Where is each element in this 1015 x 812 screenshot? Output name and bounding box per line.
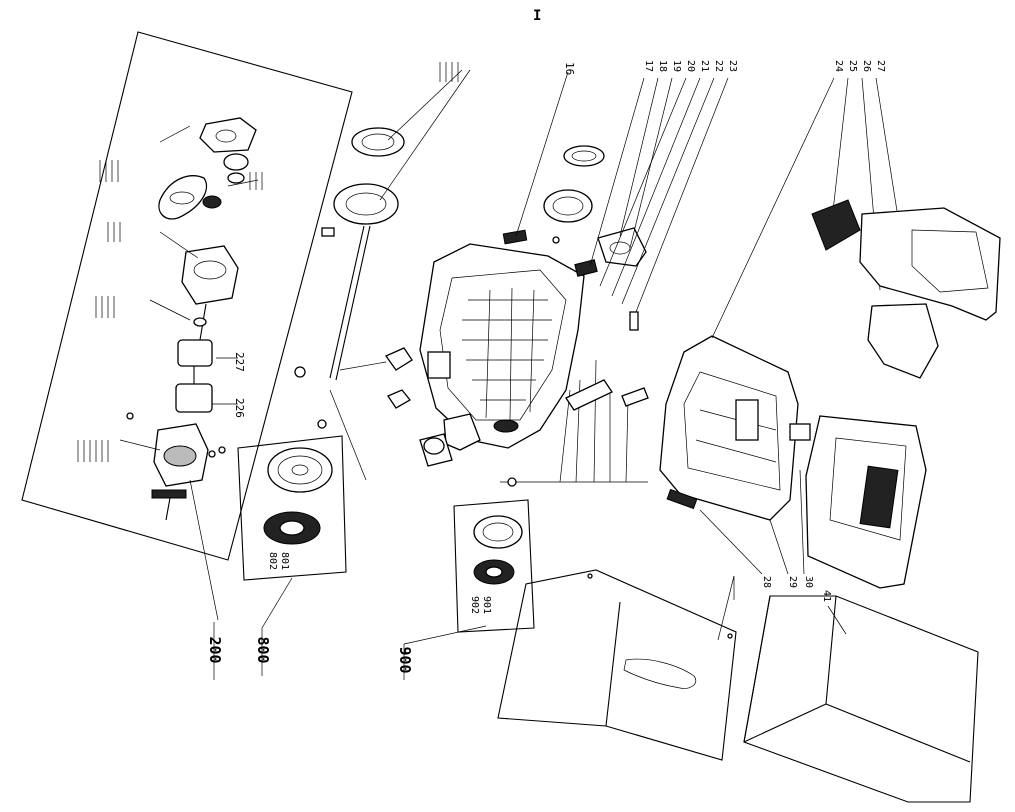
group-900-parts bbox=[473, 515, 523, 585]
rear-housing bbox=[659, 335, 799, 521]
svg-text:24: 24 bbox=[833, 60, 844, 72]
svg-text:23: 23 bbox=[727, 60, 738, 72]
svg-text:30: 30 bbox=[803, 576, 814, 588]
callout-226: 226 bbox=[233, 398, 246, 418]
svg-text:28: 28 bbox=[761, 576, 772, 588]
svg-text:17: 17 bbox=[643, 60, 654, 72]
carton-box bbox=[743, 595, 979, 803]
group-200-frame bbox=[21, 31, 353, 561]
main-body bbox=[419, 229, 598, 467]
group-800-frame bbox=[237, 435, 347, 581]
group-label-900: 900 bbox=[396, 646, 414, 673]
blade-discs bbox=[543, 145, 647, 331]
carton-flap bbox=[497, 569, 737, 761]
group-200-small-callouts bbox=[77, 160, 263, 462]
svg-text:20: 20 bbox=[685, 60, 696, 72]
svg-text:18: 18 bbox=[657, 60, 668, 72]
svg-text:26: 26 bbox=[861, 60, 872, 72]
callout-bottom-ladder bbox=[500, 359, 649, 487]
top-mark: I bbox=[533, 8, 541, 24]
cover-pieces bbox=[811, 199, 1001, 379]
callout-227: 227 bbox=[233, 352, 246, 372]
callout-cluster-24-27: 24 25 26 27 bbox=[711, 60, 901, 339]
callout-41: 41 bbox=[821, 590, 832, 602]
control-panel bbox=[789, 415, 927, 589]
svg-text:21: 21 bbox=[699, 60, 710, 72]
callout-cluster-28-30: 28 29 30 bbox=[699, 469, 814, 641]
group-label-200: 200 bbox=[206, 636, 224, 663]
group-label-800: 800 bbox=[254, 636, 272, 663]
callout-902: 902 bbox=[469, 596, 480, 614]
group-200-parts bbox=[119, 117, 259, 521]
group-900-frame bbox=[453, 499, 535, 633]
callout-801: 801 bbox=[279, 552, 290, 570]
handle-assembly bbox=[294, 127, 413, 481]
svg-text:29: 29 bbox=[787, 576, 798, 588]
callout-cluster-17-23: 17 18 19 20 21 22 23 bbox=[589, 60, 738, 313]
group-800-parts bbox=[263, 447, 333, 545]
callout-901: 901 bbox=[481, 596, 492, 614]
svg-text:22: 22 bbox=[713, 60, 724, 72]
svg-text:19: 19 bbox=[671, 60, 682, 72]
svg-text:25: 25 bbox=[847, 60, 858, 72]
callout-16: 16 bbox=[563, 62, 576, 75]
callout-802: 802 bbox=[267, 552, 278, 570]
svg-text:27: 27 bbox=[875, 60, 886, 72]
